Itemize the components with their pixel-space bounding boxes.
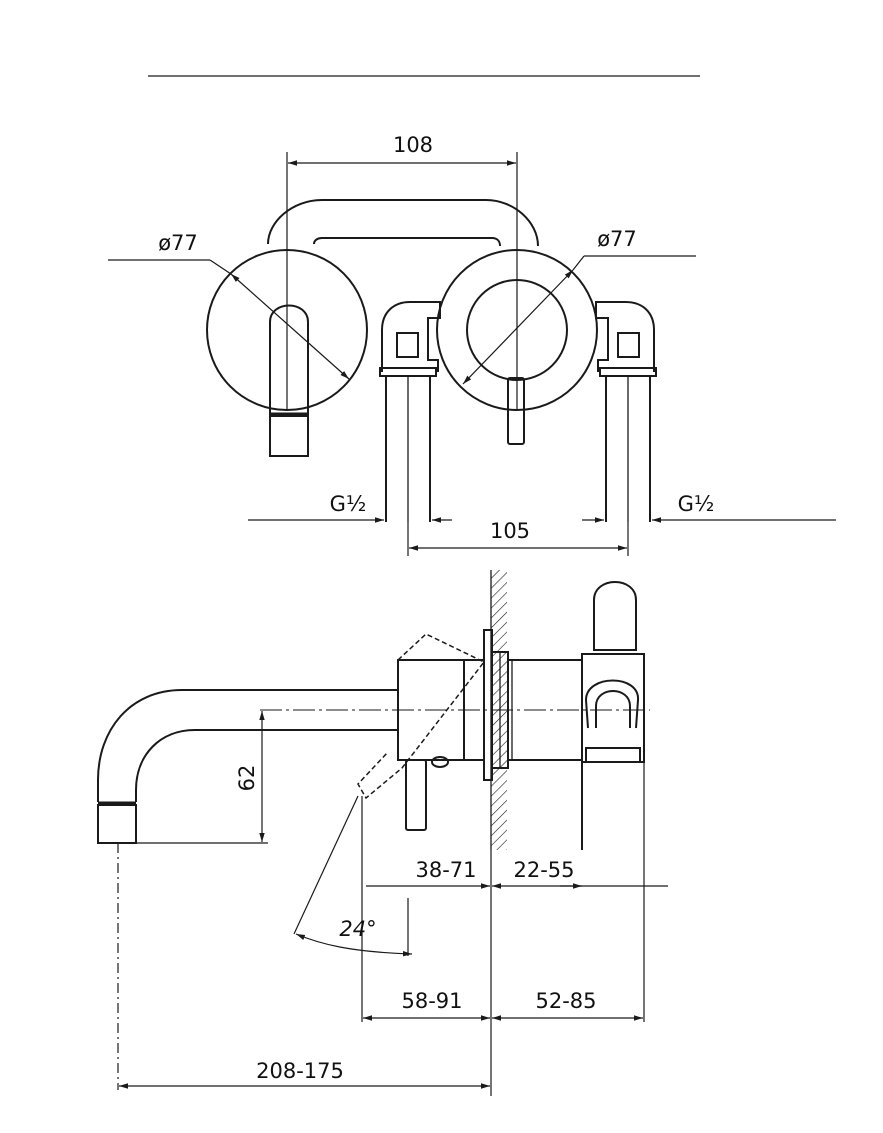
dim-label-208-175: 208-175 <box>256 1059 344 1083</box>
spout-bridge <box>267 199 539 247</box>
dim-label-52-85: 52-85 <box>535 989 596 1013</box>
angle-ref-line <box>293 795 359 935</box>
dim-label-105: 105 <box>490 519 530 543</box>
dim-line-dia-left-ext <box>209 259 232 275</box>
lever-side <box>405 759 427 831</box>
side-view: 62 38-71 22-55 24° 58-91 52-85 208-175 <box>97 570 668 1096</box>
front-view: 108 ø77 ø77 G½ G½ 105 <box>108 133 836 556</box>
angle-arc <box>295 933 413 957</box>
dim-label-58-91: 58-91 <box>401 989 462 1013</box>
spout-side-inner <box>135 729 398 802</box>
spout-side <box>97 689 398 802</box>
left-pipe <box>385 376 431 522</box>
spout-side-tip <box>97 804 137 844</box>
valve-base <box>585 747 641 763</box>
valve-loop <box>584 679 640 729</box>
right-pipe <box>605 376 651 522</box>
dim-label-dia-right: ø77 <box>597 227 637 251</box>
right-nut <box>599 367 657 377</box>
left-bracket-window <box>396 332 419 358</box>
right-bracket-window <box>617 332 640 358</box>
dim-label-22-55: 22-55 <box>513 858 574 882</box>
spout-bridge-inner <box>313 237 501 247</box>
dim-label-108: 108 <box>393 133 433 157</box>
lever-front <box>507 377 525 445</box>
lever-rotated <box>357 633 486 800</box>
dim-line-dia-right <box>462 269 574 385</box>
dim-line-dia-right-ext <box>572 255 585 271</box>
right-bracket <box>595 301 655 372</box>
valve-handle-top <box>593 581 637 651</box>
dim-label-62: 62 <box>235 765 259 792</box>
valve-loop-inner <box>595 690 631 728</box>
left-nut <box>379 367 437 377</box>
dim-label-dia-left: ø77 <box>158 231 198 255</box>
lever-pivot <box>431 756 449 768</box>
spout-outlet-front <box>269 304 309 415</box>
spout-outlet-tip <box>269 415 309 457</box>
thread-label-left: G½ <box>330 492 367 516</box>
angle-label: 24° <box>339 917 376 941</box>
thread-label-right: G½ <box>678 492 715 516</box>
dim-line-dia-left <box>230 273 350 380</box>
dim-label-38-71: 38-71 <box>415 858 476 882</box>
valve-housing <box>581 653 645 763</box>
left-bracket <box>381 301 441 372</box>
